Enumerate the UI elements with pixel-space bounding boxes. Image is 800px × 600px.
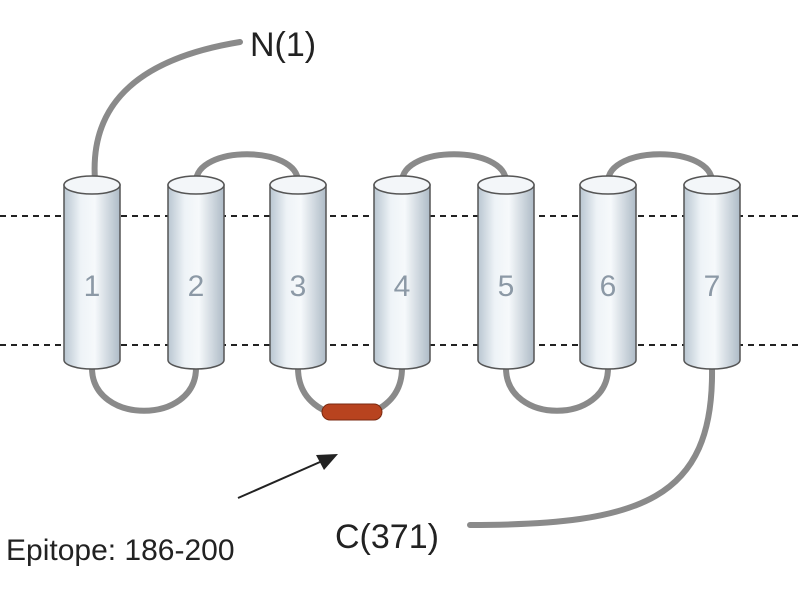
helix-top-cap xyxy=(269,175,327,195)
extracellular-loop-1 xyxy=(193,151,301,185)
helix-body xyxy=(167,184,225,370)
helix-6: 6 xyxy=(579,175,637,370)
helix-top-cap xyxy=(167,175,225,195)
helix-top-cap xyxy=(683,175,741,195)
helix-number: 7 xyxy=(704,270,721,303)
helix-body xyxy=(579,184,637,370)
epitope-arrow-head xyxy=(316,454,338,470)
helix-1: 1 xyxy=(63,175,121,370)
helix-number: 6 xyxy=(600,270,617,303)
helix-number: 1 xyxy=(84,270,101,303)
n-terminus-label: N(1) xyxy=(250,26,316,64)
intracellular-loop-3 xyxy=(503,365,611,414)
helix-top-cap xyxy=(373,175,431,195)
helix-number: 5 xyxy=(498,270,515,303)
helix-3: 3 xyxy=(269,175,327,370)
helix-body xyxy=(683,184,741,370)
helix-body xyxy=(373,184,431,370)
helix-2: 2 xyxy=(167,175,225,370)
epitope-arrow-shaft xyxy=(237,461,321,499)
n-terminal-tail xyxy=(91,39,243,183)
helix-7: 7 xyxy=(683,175,741,370)
helix-body xyxy=(477,184,535,370)
helix-body xyxy=(63,184,121,370)
helix-4: 4 xyxy=(373,175,431,370)
helix-top-cap xyxy=(63,175,121,195)
helix-5: 5 xyxy=(477,175,535,370)
intracellular-loop-1 xyxy=(89,365,199,414)
c-terminal-tail xyxy=(467,365,716,528)
helix-top-cap xyxy=(579,175,637,195)
epitope-segment xyxy=(321,403,383,421)
epitope-label: Epitope: 186-200 xyxy=(6,534,235,567)
helix-number: 4 xyxy=(394,270,411,303)
extracellular-loop-3 xyxy=(605,151,715,185)
transmembrane-helices: 1 2 3 4 5 6 7 xyxy=(63,175,741,370)
extracellular-loop-2 xyxy=(399,151,509,185)
helix-top-cap xyxy=(477,175,535,195)
helix-number: 2 xyxy=(188,270,205,303)
helix-body xyxy=(269,184,327,370)
c-terminus-label: C(371) xyxy=(335,518,439,556)
helix-number: 3 xyxy=(290,270,307,303)
